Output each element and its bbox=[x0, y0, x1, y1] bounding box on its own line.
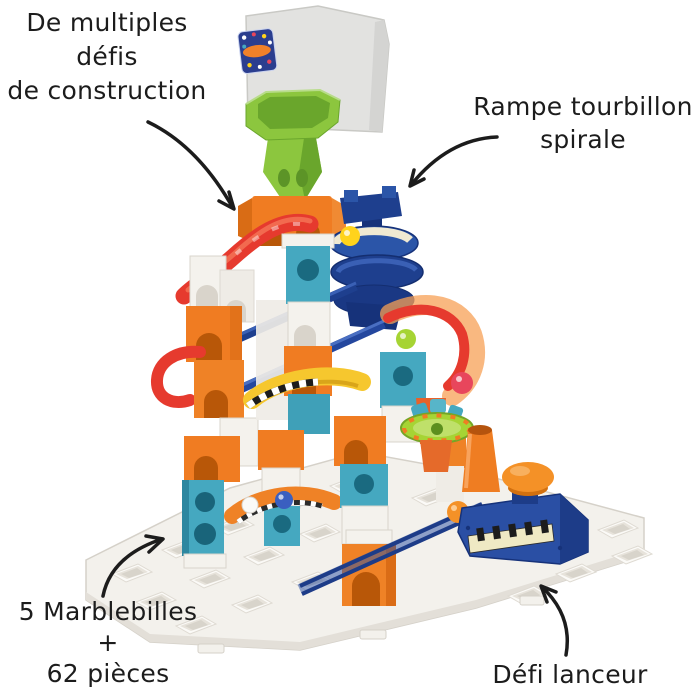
chimney-tube bbox=[462, 425, 500, 492]
yellow-banked-ramp bbox=[243, 367, 371, 409]
arrow-construction bbox=[146, 120, 236, 211]
annotation-launcher: Défi lanceur bbox=[458, 658, 682, 692]
arrow-launcher bbox=[539, 584, 569, 657]
hazard-stripe bbox=[467, 519, 555, 554]
arrow-spiral bbox=[408, 135, 499, 188]
blue-marble bbox=[275, 491, 293, 509]
annotation-line: Rampe tourbillon bbox=[473, 92, 693, 121]
annotation-spiral: Rampe tourbillon spirale bbox=[464, 90, 700, 156]
green-spinner-wheel bbox=[400, 399, 474, 472]
annotation-line: 5 Marblebilles bbox=[18, 597, 198, 626]
annotation-line: + bbox=[97, 628, 119, 657]
pink-marble bbox=[451, 372, 473, 394]
annotation-construction: De multiples défis de construction bbox=[0, 6, 214, 108]
left-block-towers bbox=[151, 255, 259, 569]
launcher bbox=[297, 462, 589, 596]
annotation-line: De multiples bbox=[26, 8, 188, 37]
annotation-line: de construction bbox=[7, 76, 207, 105]
annotation-pieces: 5 Marblebilles + 62 pièces bbox=[2, 596, 214, 689]
annotation-line: Défi lanceur bbox=[492, 660, 648, 689]
annotation-line: spirale bbox=[540, 125, 626, 154]
yellow-marble bbox=[340, 226, 360, 246]
annotation-line: défis bbox=[76, 42, 138, 71]
arrow-pieces bbox=[101, 534, 165, 598]
green-marble bbox=[396, 329, 416, 349]
orange-curved-ramp bbox=[224, 486, 342, 525]
white-marble bbox=[241, 496, 259, 514]
logo-sticker bbox=[237, 28, 278, 74]
collection-funnel bbox=[245, 88, 341, 200]
launcher-button bbox=[502, 462, 554, 496]
annotation-arrows bbox=[101, 120, 569, 657]
annotation-line: 62 pièces bbox=[46, 659, 170, 688]
